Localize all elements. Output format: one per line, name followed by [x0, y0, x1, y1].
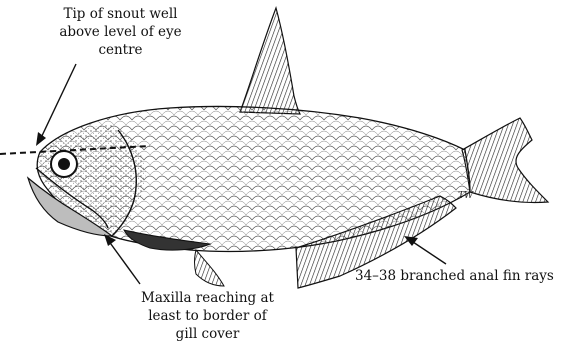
maxilla-annotation-line-2: least to border of	[105, 307, 310, 325]
snout-annotation-line-2: above level of eye	[18, 23, 223, 41]
anal-fin-annotation: 34–38 branched anal fin rays	[355, 267, 580, 285]
snout-annotation-line-1: Tip of snout well	[18, 5, 223, 23]
maxilla-arrow	[108, 240, 140, 284]
anal-fin-arrow	[410, 240, 446, 264]
maxilla-annotation-line-1: Maxilla reaching at	[105, 289, 310, 307]
maxilla-annotation: Maxilla reaching at least to border of g…	[105, 289, 310, 343]
snout-arrowhead	[36, 132, 46, 146]
maxilla-annotation-line-3: gill cover	[105, 325, 310, 343]
pelvic-fin	[195, 250, 225, 286]
snout-annotation-line-3: centre	[18, 41, 223, 59]
snout-arrow	[40, 64, 76, 140]
caudal-fin	[462, 118, 548, 203]
eye-pupil	[58, 158, 70, 170]
dorsal-fin	[240, 8, 300, 114]
artist-signature: TW	[458, 191, 474, 201]
snout-annotation: Tip of snout well above level of eye cen…	[18, 5, 223, 59]
